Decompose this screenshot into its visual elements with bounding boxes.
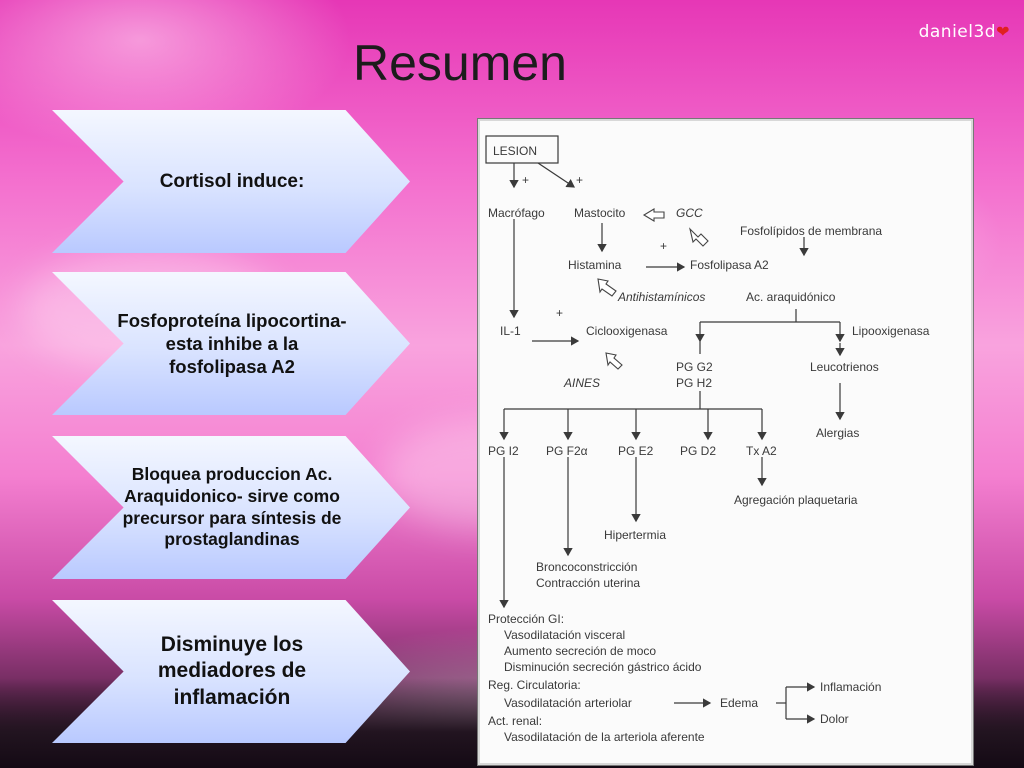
step-1-text: Cortisol induce:	[159, 170, 305, 192]
brand-name: daniel3d	[918, 22, 997, 42]
step-3-text: Bloquea produccion Ac. Araquidonico- sir…	[122, 463, 342, 550]
gcc-inhibit-arrow	[642, 208, 665, 222]
gcc-fosfolipasa-arrow	[689, 227, 709, 247]
label-dolor: Dolor	[820, 712, 849, 726]
label-aumento-moco: Aumento secreción de moco	[504, 644, 656, 658]
plus-sign: +	[660, 239, 667, 253]
label-antihistaminicos: Antihistamínicos	[617, 290, 705, 304]
label-macrofago: Macrófago	[488, 206, 545, 220]
label-tx-a2: Tx A2	[746, 444, 777, 458]
label-vasodil-aferente: Vasodilatación de la arteriola aferente	[504, 730, 705, 744]
label-lipooxigenasa: Lipooxigenasa	[852, 324, 930, 338]
label-ac-araquidonico: Ac. araquidónico	[746, 290, 836, 304]
label-mastocito: Mastocito	[574, 206, 626, 220]
label-vasodil-arteriolar: Vasodilatación arteriolar	[504, 696, 632, 710]
label-alergias: Alergias	[816, 426, 859, 440]
chevron-step-3: Bloquea produccion Ac. Araquidonico- sir…	[52, 436, 410, 579]
label-reg-circulatoria: Reg. Circulatoria:	[488, 678, 581, 692]
label-pg-h2: PG H2	[676, 376, 712, 390]
plus-sign: +	[556, 306, 563, 320]
label-fosfolipidos: Fosfolípidos de membrana	[740, 224, 882, 238]
plus-sign: +	[522, 173, 529, 187]
lesion-box	[485, 135, 559, 164]
step-2-text: Fosfoproteína lipocortina- esta inhibe a…	[117, 309, 347, 378]
antihistaminicos-arrow	[597, 278, 617, 297]
label-pg-d2: PG D2	[680, 444, 716, 458]
label-vasodil-visceral: Vasodilatación visceral	[504, 628, 625, 642]
label-gcc: GCC	[676, 206, 703, 220]
label-ciclooxigenasa: Ciclooxigenasa	[586, 324, 668, 338]
heart-icon: ❤	[996, 22, 1010, 41]
label-il1: IL-1	[500, 324, 521, 338]
slide-title: Resumen	[353, 35, 567, 91]
label-aines: AINES	[563, 376, 600, 390]
chevron-step-4: Disminuye los mediadores de inflamación	[52, 600, 410, 743]
pathway-diagram-svg: + + + + LESION Macrófago Mastocito GCC F…	[485, 135, 930, 744]
label-pg-e2: PG E2	[618, 444, 654, 458]
label-proteccion-gi: Protección GI:	[488, 612, 564, 626]
brand-logo: daniel3d❤	[919, 22, 1010, 42]
step-4-text: Disminuye los mediadores de inflamación	[157, 633, 307, 709]
label-broncoconstriccion: Broncoconstricción	[536, 560, 637, 574]
label-act-renal: Act. renal:	[488, 714, 542, 728]
label-contraccion: Contracción uterina	[536, 576, 640, 590]
label-lesion: LESION	[493, 144, 537, 158]
label-edema: Edema	[720, 696, 758, 710]
label-fosfolipasa: Fosfolipasa A2	[690, 258, 769, 272]
plus-sign: +	[576, 173, 583, 187]
chevron-step-1: Cortisol induce:	[52, 110, 410, 253]
label-pg-g2: PG G2	[676, 360, 713, 374]
aines-arrow	[605, 352, 623, 370]
pathway-diagram: + + + + LESION Macrófago Mastocito GCC F…	[477, 118, 974, 766]
label-disminucion-acido: Disminución secreción gástrico ácido	[504, 660, 702, 674]
label-histamina: Histamina	[568, 258, 622, 272]
label-hipertermia: Hipertermia	[604, 528, 666, 542]
label-inflamacion: Inflamación	[820, 680, 881, 694]
label-leucotrienos: Leucotrienos	[810, 360, 879, 374]
label-pg-i2: PG I2	[488, 444, 519, 458]
label-pg-f2a: PG F2α	[546, 444, 588, 458]
label-agregacion: Agregación plaquetaria	[734, 493, 858, 507]
